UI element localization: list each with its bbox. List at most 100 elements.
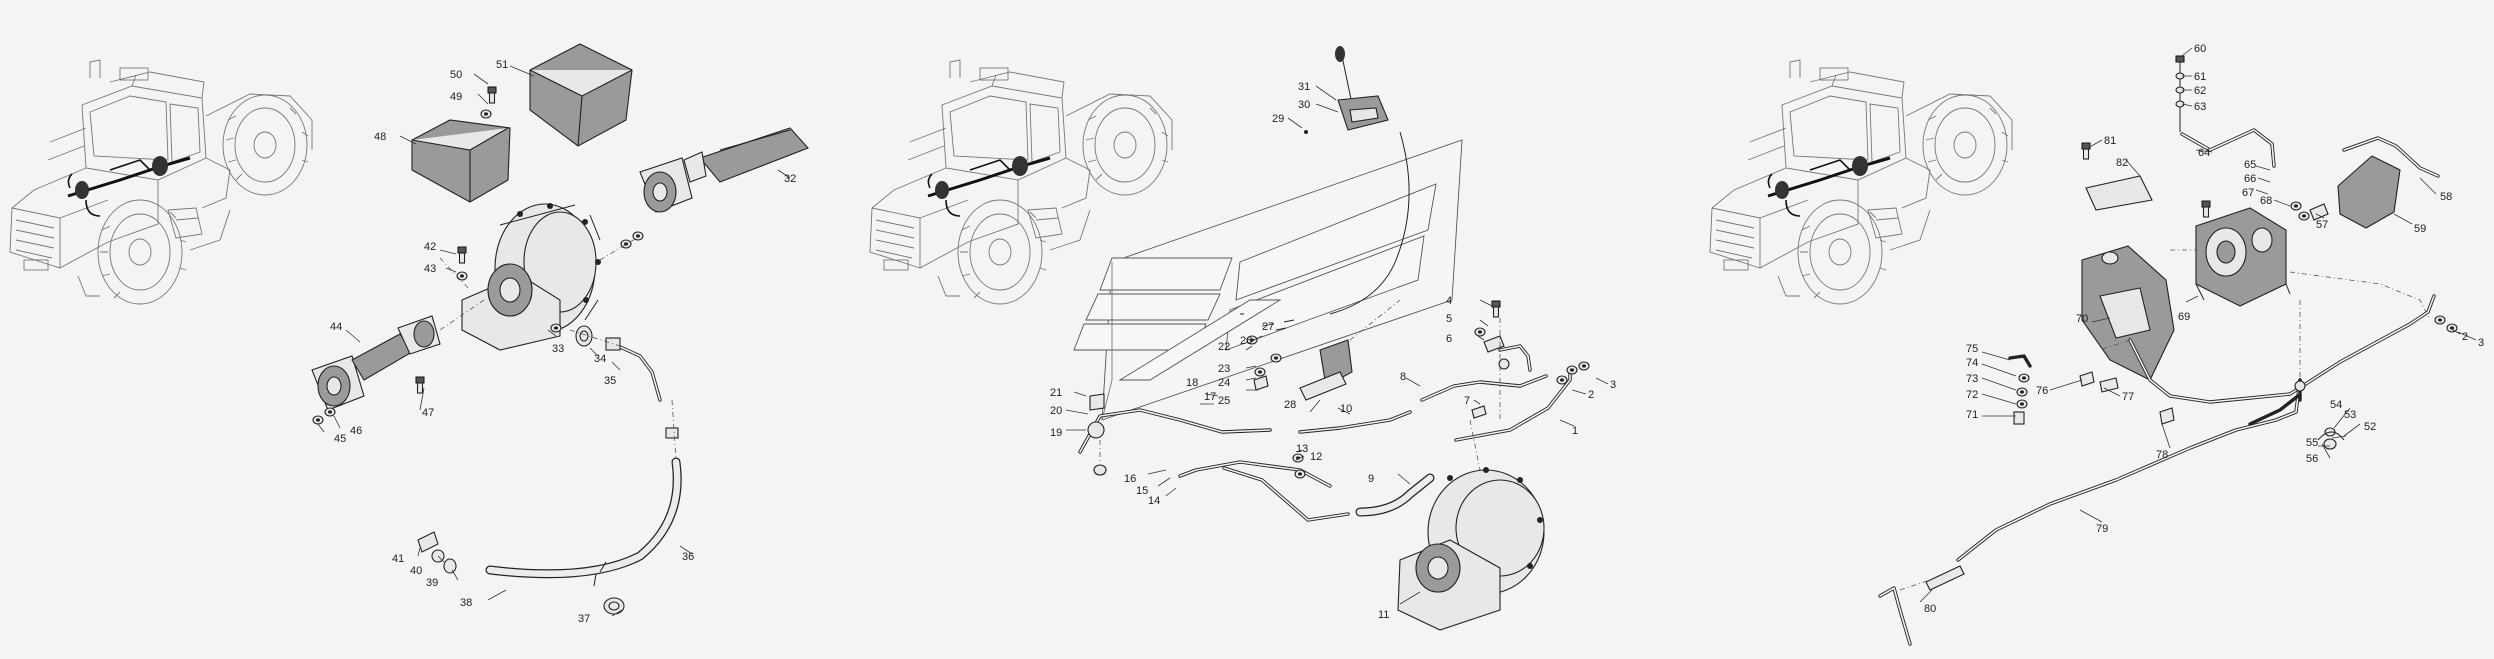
callout-60: 60 bbox=[2194, 43, 2206, 55]
callout-31: 31 bbox=[1298, 81, 1310, 93]
callout-21: 21 bbox=[1050, 387, 1062, 399]
callout-41: 41 bbox=[392, 553, 404, 565]
tractor-overview-right bbox=[1708, 58, 2014, 306]
callout-37: 37 bbox=[578, 613, 590, 625]
callout-5: 5 bbox=[1446, 313, 1452, 325]
callout-47: 47 bbox=[422, 407, 434, 419]
callout-53: 53 bbox=[2344, 409, 2356, 421]
callout-8: 8 bbox=[1400, 371, 1406, 383]
callout-80: 80 bbox=[1924, 603, 1936, 615]
callout-12: 12 bbox=[1310, 451, 1322, 463]
callout-50: 50 bbox=[450, 69, 462, 81]
callout-4: 4 bbox=[1446, 295, 1452, 307]
callout-10: 10 bbox=[1340, 403, 1352, 415]
panel-left-exploded-view: 32 33 34 35 36 37 38 39 40 41 42 43 44 4… bbox=[8, 43, 809, 625]
callout-68: 68 bbox=[2260, 195, 2272, 207]
callout-30: 30 bbox=[1298, 99, 1310, 111]
callout-76: 76 bbox=[2036, 385, 2048, 397]
callout-43: 43 bbox=[424, 263, 436, 275]
callout-2: 2 bbox=[1588, 389, 1594, 401]
pump-housing-left bbox=[461, 203, 601, 351]
callout-75: 75 bbox=[1966, 343, 1978, 355]
callout-81: 81 bbox=[2104, 135, 2116, 147]
phantom-panels bbox=[1073, 139, 1463, 421]
callout-71: 71 bbox=[1966, 409, 1978, 421]
callout-40: 40 bbox=[410, 565, 422, 577]
callout-54: 54 bbox=[2330, 399, 2342, 411]
shield-59 bbox=[2337, 155, 2401, 229]
callout-55: 55 bbox=[2306, 437, 2318, 449]
gearbox-69 bbox=[2195, 207, 2291, 307]
callout-1: 1 bbox=[1572, 425, 1578, 437]
callout-48: 48 bbox=[374, 131, 386, 143]
callout-26: 26 bbox=[1240, 335, 1252, 347]
callout-20: 20 bbox=[1050, 405, 1062, 417]
callout-16: 16 bbox=[1124, 473, 1136, 485]
panel-right-exploded-view: 60 61 62 63 64 65 66 67 68 69 70 71 72 7… bbox=[1708, 43, 2484, 646]
callout-49: 49 bbox=[450, 91, 462, 103]
callout-2-right: 2 bbox=[2462, 331, 2468, 343]
callout-46: 46 bbox=[350, 425, 362, 437]
callout-14: 14 bbox=[1148, 495, 1160, 507]
callout-42: 42 bbox=[424, 241, 436, 253]
tractor-overview-left bbox=[8, 58, 314, 306]
callout-33: 33 bbox=[552, 343, 564, 355]
callout-59: 59 bbox=[2414, 223, 2426, 235]
callout-32: 32 bbox=[784, 173, 796, 185]
callout-78: 78 bbox=[2156, 449, 2168, 461]
callouts-middle: 1 2 3 4 5 6 7 8 9 10 11 12 13 14 15 16 1… bbox=[1050, 81, 1616, 621]
callout-74: 74 bbox=[1966, 357, 1978, 369]
callout-25: 25 bbox=[1218, 395, 1230, 407]
callout-45: 45 bbox=[334, 433, 346, 445]
callout-62: 62 bbox=[2194, 85, 2206, 97]
callout-9: 9 bbox=[1368, 473, 1374, 485]
hose-32-shaft bbox=[699, 127, 809, 183]
cardan-shaft-44 bbox=[311, 315, 441, 411]
callout-39: 39 bbox=[426, 577, 438, 589]
callout-58: 58 bbox=[2440, 191, 2452, 203]
callouts-left: 32 33 34 35 36 37 38 39 40 41 42 43 44 4… bbox=[317, 59, 796, 625]
callout-3: 3 bbox=[1610, 379, 1616, 391]
callout-44: 44 bbox=[330, 321, 342, 333]
callout-72: 72 bbox=[1966, 389, 1978, 401]
callout-70: 70 bbox=[2076, 313, 2088, 325]
callout-56: 56 bbox=[2306, 453, 2318, 465]
callout-52: 52 bbox=[2364, 421, 2376, 433]
callouts-right: 60 61 62 63 64 65 66 67 68 69 70 71 72 7… bbox=[1919, 43, 2484, 615]
callout-28: 28 bbox=[1284, 399, 1296, 411]
callout-38: 38 bbox=[460, 597, 472, 609]
callout-35: 35 bbox=[604, 375, 616, 387]
callout-27: 27 bbox=[1262, 321, 1274, 333]
panel-middle-exploded-view: 1 2 3 4 5 6 7 8 9 10 11 12 13 14 15 16 1… bbox=[868, 46, 1616, 631]
callout-79: 79 bbox=[2096, 523, 2108, 535]
callout-34: 34 bbox=[594, 353, 606, 365]
callout-23: 23 bbox=[1218, 363, 1230, 375]
callout-24: 24 bbox=[1218, 377, 1230, 389]
callout-69: 69 bbox=[2178, 311, 2190, 323]
callout-73: 73 bbox=[1966, 373, 1978, 385]
callout-77: 77 bbox=[2122, 391, 2134, 403]
pump-housing-middle bbox=[1397, 467, 1545, 631]
callout-82: 82 bbox=[2116, 157, 2128, 169]
callout-64: 64 bbox=[2198, 147, 2210, 159]
callout-3-right: 3 bbox=[2478, 337, 2484, 349]
callout-67: 67 bbox=[2242, 187, 2254, 199]
callout-22: 22 bbox=[1218, 341, 1230, 353]
callout-6: 6 bbox=[1446, 333, 1452, 345]
plate-82 bbox=[2085, 175, 2153, 211]
callout-63: 63 bbox=[2194, 101, 2206, 113]
callout-65: 65 bbox=[2244, 159, 2256, 171]
callout-61: 61 bbox=[2194, 71, 2206, 83]
callout-57: 57 bbox=[2316, 219, 2328, 231]
callout-7: 7 bbox=[1464, 395, 1470, 407]
callout-13: 13 bbox=[1296, 443, 1308, 455]
callout-17: 17 bbox=[1204, 391, 1216, 403]
callout-36: 36 bbox=[682, 551, 694, 563]
callout-19: 19 bbox=[1050, 427, 1062, 439]
callout-15: 15 bbox=[1136, 485, 1148, 497]
callout-29: 29 bbox=[1272, 113, 1284, 125]
callout-11: 11 bbox=[1378, 609, 1389, 621]
callout-18: 18 bbox=[1186, 377, 1198, 389]
callout-66: 66 bbox=[2244, 173, 2256, 185]
callout-51: 51 bbox=[496, 59, 508, 71]
